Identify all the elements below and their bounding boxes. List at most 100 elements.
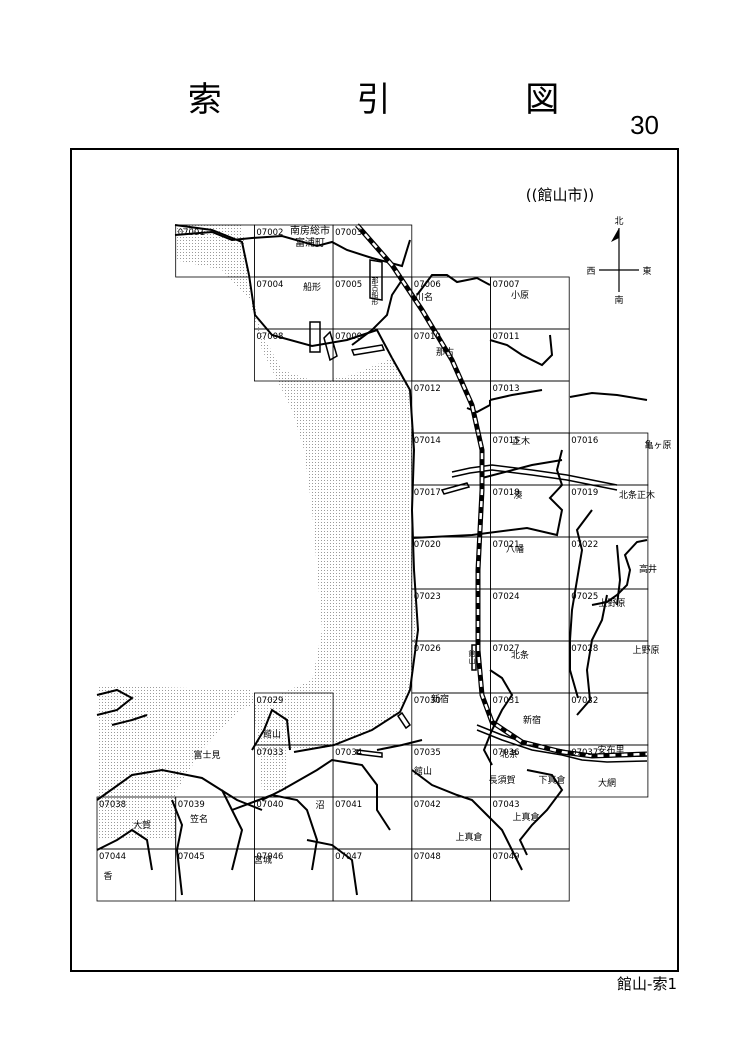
- map-tile-id: 07027: [493, 644, 520, 654]
- map-tile-id: 07008: [256, 332, 283, 342]
- map-tile-id: 07045: [178, 852, 205, 862]
- map-tile[interactable]: 07045: [175, 848, 255, 902]
- map-tile[interactable]: 07007: [490, 276, 570, 330]
- map-tile-id: 07023: [414, 592, 441, 602]
- map-tile-id: 07006: [414, 280, 441, 290]
- place-name: 川名: [415, 291, 433, 303]
- railway-line: [355, 223, 648, 759]
- map-tile-border: [490, 848, 570, 902]
- map-tile[interactable]: 07011: [490, 328, 570, 382]
- map-tile[interactable]: 07049: [490, 848, 570, 902]
- map-tile-id: 07046: [256, 852, 283, 862]
- place-name: 小原: [511, 290, 529, 301]
- map-tile-id: 07001: [178, 228, 205, 238]
- map-tile-id: 07037: [571, 748, 598, 758]
- map-tile-id: 07032: [571, 696, 598, 706]
- map-tile-id: 07026: [414, 644, 441, 654]
- map-tile-id: 07047: [335, 852, 362, 862]
- map-tile-id: 07048: [414, 852, 441, 862]
- map-tile-id: 07016: [571, 436, 598, 446]
- index-map: 07001 07002 07003 07004 07005 07006 07007 07008…: [96, 186, 672, 902]
- map-tile[interactable]: 07022: [568, 536, 649, 590]
- place-name: 長須賀: [488, 774, 515, 786]
- map-tile-id: 07041: [335, 800, 362, 810]
- place-name: 北条正木: [619, 489, 655, 501]
- place-name: 香: [103, 871, 112, 882]
- place-name: 湊: [513, 489, 522, 501]
- place-name: 南房総市: [290, 224, 330, 237]
- place-name: 北条: [500, 748, 518, 760]
- place-name-layer: 南房総市富浦町船形川名小原那古正木亀ヶ原湊北条正木八幡高井上野原上野原北条新宿新…: [103, 224, 671, 882]
- place-name: 大網: [598, 777, 616, 789]
- map-tile[interactable]: 07004: [253, 276, 334, 330]
- map-tile[interactable]: 07024: [490, 588, 570, 642]
- map-tile-id: 07040: [256, 800, 283, 810]
- map-tile-id: 07030: [414, 696, 441, 706]
- place-name: 八幡: [506, 543, 524, 555]
- map-tile[interactable]: 07027: [490, 640, 570, 694]
- page-title: 索 引 図: [187, 80, 622, 120]
- map-tile-id: 07007: [493, 280, 520, 290]
- compass-rose: 北 南 西 東: [586, 216, 651, 306]
- map-tile-id: 07022: [571, 540, 598, 550]
- place-name: 那古: [436, 346, 454, 358]
- place-name: 上野原: [632, 645, 659, 656]
- compass-north: 北: [614, 216, 623, 227]
- place-name: 正木: [512, 435, 530, 447]
- map-tile[interactable]: 07047: [332, 848, 413, 902]
- map-tile[interactable]: 07003: [332, 224, 413, 278]
- map-tile-id: 07003: [335, 228, 362, 238]
- rail-station-label: 館山: [468, 649, 476, 665]
- map-tile-id: 07009: [335, 332, 362, 342]
- map-tile[interactable]: 07043: [490, 796, 570, 850]
- place-name: 新宿: [431, 693, 449, 705]
- map-tile[interactable]: 07039: [175, 796, 255, 850]
- place-name: 安布里: [597, 744, 624, 756]
- map-tile-id: 07011: [493, 332, 520, 342]
- city-label: ((館山市)): [526, 186, 594, 204]
- map-tile-id: 07044: [99, 852, 126, 862]
- map-tile-id: 07049: [493, 852, 520, 862]
- map-tile-id: 07013: [493, 384, 520, 394]
- sea-stipple: [97, 225, 417, 840]
- map-tile[interactable]: 07030: [411, 692, 491, 746]
- map-tile[interactable]: 07032: [568, 692, 649, 746]
- map-tile-id: 07015: [493, 436, 520, 446]
- tile-grid: 07001 07002 07003 07004 07005 07006 07007 07008…: [96, 224, 649, 902]
- map-tile[interactable]: 07041: [332, 796, 413, 850]
- map-tile-id: 07042: [414, 800, 441, 810]
- place-name: 館山: [414, 765, 432, 777]
- map-tile[interactable]: 07025: [568, 588, 649, 642]
- place-name: 下真倉: [538, 774, 565, 786]
- place-name: 沼: [315, 800, 324, 811]
- page-number: 30: [630, 110, 659, 140]
- place-name: 館山: [263, 728, 281, 740]
- map-tile-id: 07004: [256, 280, 283, 290]
- compass-west: 西: [586, 266, 595, 277]
- map-tile-id: 07002: [256, 228, 283, 238]
- map-tile-id: 07034: [335, 748, 362, 758]
- map-tile[interactable]: 07048: [411, 848, 491, 902]
- place-name: 宮城: [254, 854, 272, 866]
- place-name: 笠名: [190, 813, 208, 825]
- map-tile-id: 07033: [256, 748, 283, 758]
- compass-south: 南: [614, 294, 623, 306]
- map-tile[interactable]: 07034: [332, 744, 413, 798]
- map-tile[interactable]: 07037: [568, 744, 649, 798]
- map-tile[interactable]: 07013: [490, 380, 570, 434]
- coastline: [96, 224, 420, 753]
- map-tile-id: 07018: [493, 488, 520, 498]
- map-tile-id: 07017: [414, 488, 441, 498]
- map-tile-id: 07036: [493, 748, 520, 758]
- map-tile-id: 07019: [571, 488, 598, 498]
- place-name: 高井: [639, 563, 657, 575]
- map-tile-id: 07012: [414, 384, 441, 394]
- map-tile-id: 07005: [335, 280, 362, 290]
- map-tile[interactable]: 07006: [411, 276, 491, 330]
- map-tile-id: 07031: [493, 696, 520, 706]
- map-tile[interactable]: 07021: [490, 536, 570, 590]
- place-name: 富士見: [193, 749, 220, 761]
- harbor-structures: [309, 259, 477, 758]
- map-tile-id: 07039: [178, 800, 205, 810]
